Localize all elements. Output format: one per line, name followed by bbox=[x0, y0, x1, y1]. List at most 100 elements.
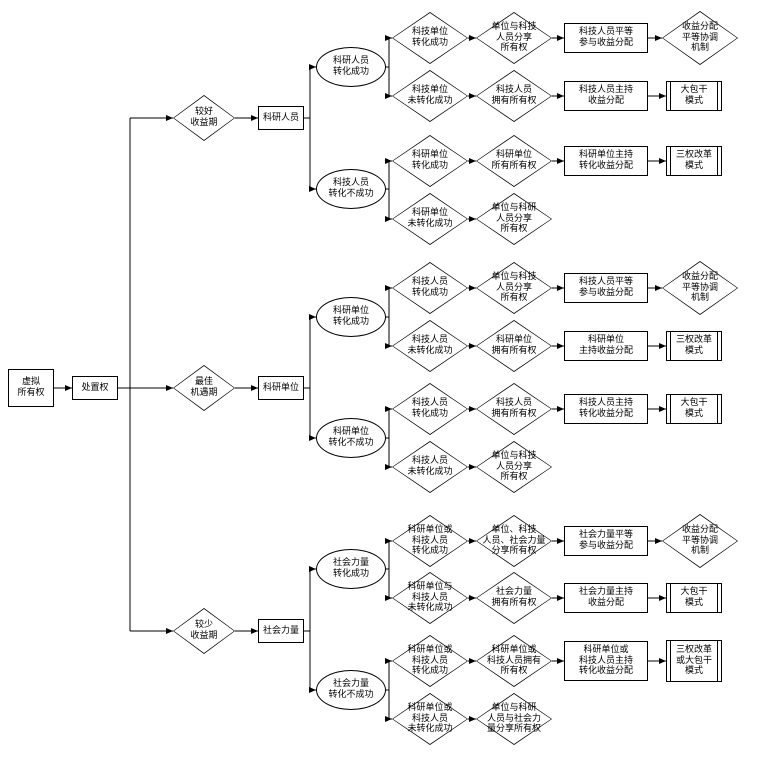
node-label: 科研单位或 科技人员 未转化成功 bbox=[407, 702, 453, 735]
node-b-r2-condition: 科技人员 未转化成功 bbox=[392, 320, 468, 372]
node-b-r3-condition: 科技人员 转化成功 bbox=[392, 383, 468, 435]
node-label: 科技人员 拥有所有权 bbox=[491, 85, 537, 106]
node-c-r4-condition: 科研单位或 科技人员 未转化成功 bbox=[392, 693, 468, 745]
node-c-r2-distribution: 社会力量主持 收益分配 bbox=[564, 583, 648, 613]
node-label: 科研单位 转化不成功 bbox=[328, 427, 374, 448]
node-b-r2-mode: 三权改革 模式 bbox=[666, 331, 722, 361]
node-a-r2-mode: 大包干 模式 bbox=[666, 81, 722, 111]
node-c-r3-distribution: 科研单位或 科技人员主持 转化收益分配 bbox=[564, 641, 648, 681]
node-b-r1-mode: 收益分配 平等协调 机制 bbox=[662, 261, 738, 315]
node-label: 社会力量平等 参与收益分配 bbox=[578, 530, 633, 551]
node-actor-researchers: 科研人员 bbox=[258, 106, 304, 130]
node-virtual-ownership: 虚拟 所有权 bbox=[8, 369, 54, 407]
node-b-r3-mode: 大包干 模式 bbox=[666, 394, 722, 424]
node-label: 科研单位或 科技人员拥有 所有权 bbox=[486, 644, 541, 677]
node-label: 大包干 模式 bbox=[680, 85, 708, 106]
node-label: 科研单位与 科技人员 未转化成功 bbox=[407, 581, 453, 614]
node-label: 科研单位主持 转化收益分配 bbox=[578, 150, 633, 171]
node-b-r1-distribution: 科技人员平等 参与收益分配 bbox=[564, 273, 648, 303]
node-actor-social-forces: 社会力量 bbox=[258, 619, 304, 643]
node-a-r2-distribution: 科技人员主持 收益分配 bbox=[564, 81, 648, 111]
node-b-r2-ownership: 科研单位 拥有所有权 bbox=[476, 320, 552, 372]
node-label: 收益分配 平等协调 机制 bbox=[681, 21, 718, 54]
node-a-oval-success: 科研人员 转化成功 bbox=[316, 47, 386, 87]
node-a-r4-condition: 科研单位 未转化成功 bbox=[392, 193, 468, 245]
node-a-r3-condition: 科研单位 转化成功 bbox=[392, 135, 468, 187]
node-b-r1-ownership: 单位与科技 人员分享 所有权 bbox=[476, 262, 552, 314]
node-label: 科技人员 转化不成功 bbox=[328, 178, 374, 199]
node-c-r1-ownership: 单位、科技 人员、社会力量 分享所有权 bbox=[476, 515, 552, 567]
node-label: 大包干 模式 bbox=[680, 398, 708, 419]
node-label: 单位、科技 人员、社会力量 分享所有权 bbox=[482, 524, 546, 557]
node-label: 科研人员 转化成功 bbox=[332, 56, 369, 77]
node-label: 科技人员 未转化成功 bbox=[407, 456, 453, 477]
node-a-r4-ownership: 单位与科研 人员分享 所有权 bbox=[476, 193, 552, 245]
node-a-r3-distribution: 科研单位主持 转化收益分配 bbox=[564, 146, 648, 176]
node-c-r2-ownership: 社会力量 拥有所有权 bbox=[476, 572, 552, 624]
node-c-r1-distribution: 社会力量平等 参与收益分配 bbox=[564, 526, 648, 556]
node-a-r3-mode: 三权改革 模式 bbox=[666, 146, 722, 176]
node-label: 处置权 bbox=[81, 382, 109, 393]
node-label: 最佳 机遇期 bbox=[190, 377, 218, 398]
node-a-r1-ownership: 单位与科技 人员分享 所有权 bbox=[476, 12, 552, 64]
node-label: 社会力量 拥有所有权 bbox=[491, 587, 537, 608]
node-label: 科研人员 bbox=[262, 112, 299, 123]
node-label: 科研单位或 科技人员主持 转化收益分配 bbox=[578, 644, 633, 677]
node-label: 科技人员 未转化成功 bbox=[407, 335, 453, 356]
node-label: 科研单位 bbox=[262, 382, 299, 393]
node-c-r3-condition: 科研单位或 科技人员 转化成功 bbox=[392, 635, 468, 687]
node-label: 较少 收益期 bbox=[190, 620, 218, 641]
node-a-r2-condition: 科技单位 未转化成功 bbox=[392, 70, 468, 122]
node-label: 收益分配 平等协调 机制 bbox=[681, 271, 718, 304]
node-a-r1-distribution: 科技人员平等 参与收益分配 bbox=[564, 23, 648, 53]
node-label: 科研单位 拥有所有权 bbox=[491, 335, 537, 356]
node-a-r1-condition: 科技单位 转化成功 bbox=[392, 12, 468, 64]
node-period-good-income: 较好 收益期 bbox=[173, 95, 235, 141]
node-a-oval-fail: 科技人员 转化不成功 bbox=[316, 169, 386, 209]
node-label: 单位与科研 人员与社会力 量分享所有权 bbox=[486, 702, 541, 735]
node-label: 社会力量 bbox=[262, 625, 299, 636]
node-label: 三权改革 模式 bbox=[675, 150, 712, 171]
node-b-r1-condition: 科技人员 转化成功 bbox=[392, 262, 468, 314]
node-b-r4-condition: 科技人员 未转化成功 bbox=[392, 441, 468, 493]
node-label: 社会力量主持 收益分配 bbox=[578, 587, 633, 608]
node-label: 科技人员 转化成功 bbox=[411, 398, 448, 419]
node-label: 大包干 模式 bbox=[680, 587, 708, 608]
node-b-oval-success: 科研单位 转化成功 bbox=[316, 297, 386, 337]
node-label: 科研单位 转化成功 bbox=[411, 150, 448, 171]
node-label: 科研单位 转化成功 bbox=[332, 306, 369, 327]
node-b-r3-distribution: 科技人员主持 转化收益分配 bbox=[564, 394, 648, 424]
node-label: 社会力量 转化不成功 bbox=[328, 679, 374, 700]
node-c-r4-ownership: 单位与科研 人员与社会力 量分享所有权 bbox=[476, 693, 552, 745]
node-label: 科研单位或 科技人员 转化成功 bbox=[407, 524, 453, 557]
node-label: 单位与科技 人员分享 所有权 bbox=[491, 450, 537, 483]
node-actor-research-unit: 科研单位 bbox=[258, 376, 304, 400]
node-label: 社会力量 转化成功 bbox=[332, 558, 369, 579]
node-label: 科技人员 拥有所有权 bbox=[491, 398, 537, 419]
node-label: 科技人员主持 转化收益分配 bbox=[578, 398, 633, 419]
node-c-r1-mode: 收益分配 平等协调 机制 bbox=[662, 514, 738, 568]
node-c-r3-mode: 三权改革 或大包干 模式 bbox=[666, 640, 722, 682]
node-label: 三权改革 模式 bbox=[675, 335, 712, 356]
node-disposal-right: 处置权 bbox=[72, 376, 118, 400]
node-label: 科技单位 转化成功 bbox=[411, 27, 448, 48]
node-b-oval-fail: 科研单位 转化不成功 bbox=[316, 418, 386, 458]
node-c-r2-condition: 科研单位与 科技人员 未转化成功 bbox=[392, 572, 468, 624]
node-label: 科研单位 主持收益分配 bbox=[578, 335, 633, 356]
node-label: 三权改革 或大包干 模式 bbox=[675, 644, 712, 677]
node-label: 单位与科研 人员分享 所有权 bbox=[491, 202, 537, 235]
node-label: 科技人员平等 参与收益分配 bbox=[578, 277, 633, 298]
node-label: 科研单位 未转化成功 bbox=[407, 208, 453, 229]
node-c-oval-success: 社会力量 转化成功 bbox=[316, 549, 386, 589]
node-label: 科研单位 所有所有权 bbox=[491, 150, 537, 171]
node-a-r1-mode: 收益分配 平等协调 机制 bbox=[662, 11, 738, 65]
node-b-r2-distribution: 科研单位 主持收益分配 bbox=[564, 331, 648, 361]
node-period-best-opportunity: 最佳 机遇期 bbox=[173, 365, 235, 411]
node-label: 单位与科技 人员分享 所有权 bbox=[491, 271, 537, 304]
node-c-oval-fail: 社会力量 转化不成功 bbox=[316, 670, 386, 710]
node-label: 科技人员平等 参与收益分配 bbox=[578, 27, 633, 48]
node-label: 收益分配 平等协调 机制 bbox=[681, 524, 718, 557]
node-c-r1-condition: 科研单位或 科技人员 转化成功 bbox=[392, 515, 468, 567]
